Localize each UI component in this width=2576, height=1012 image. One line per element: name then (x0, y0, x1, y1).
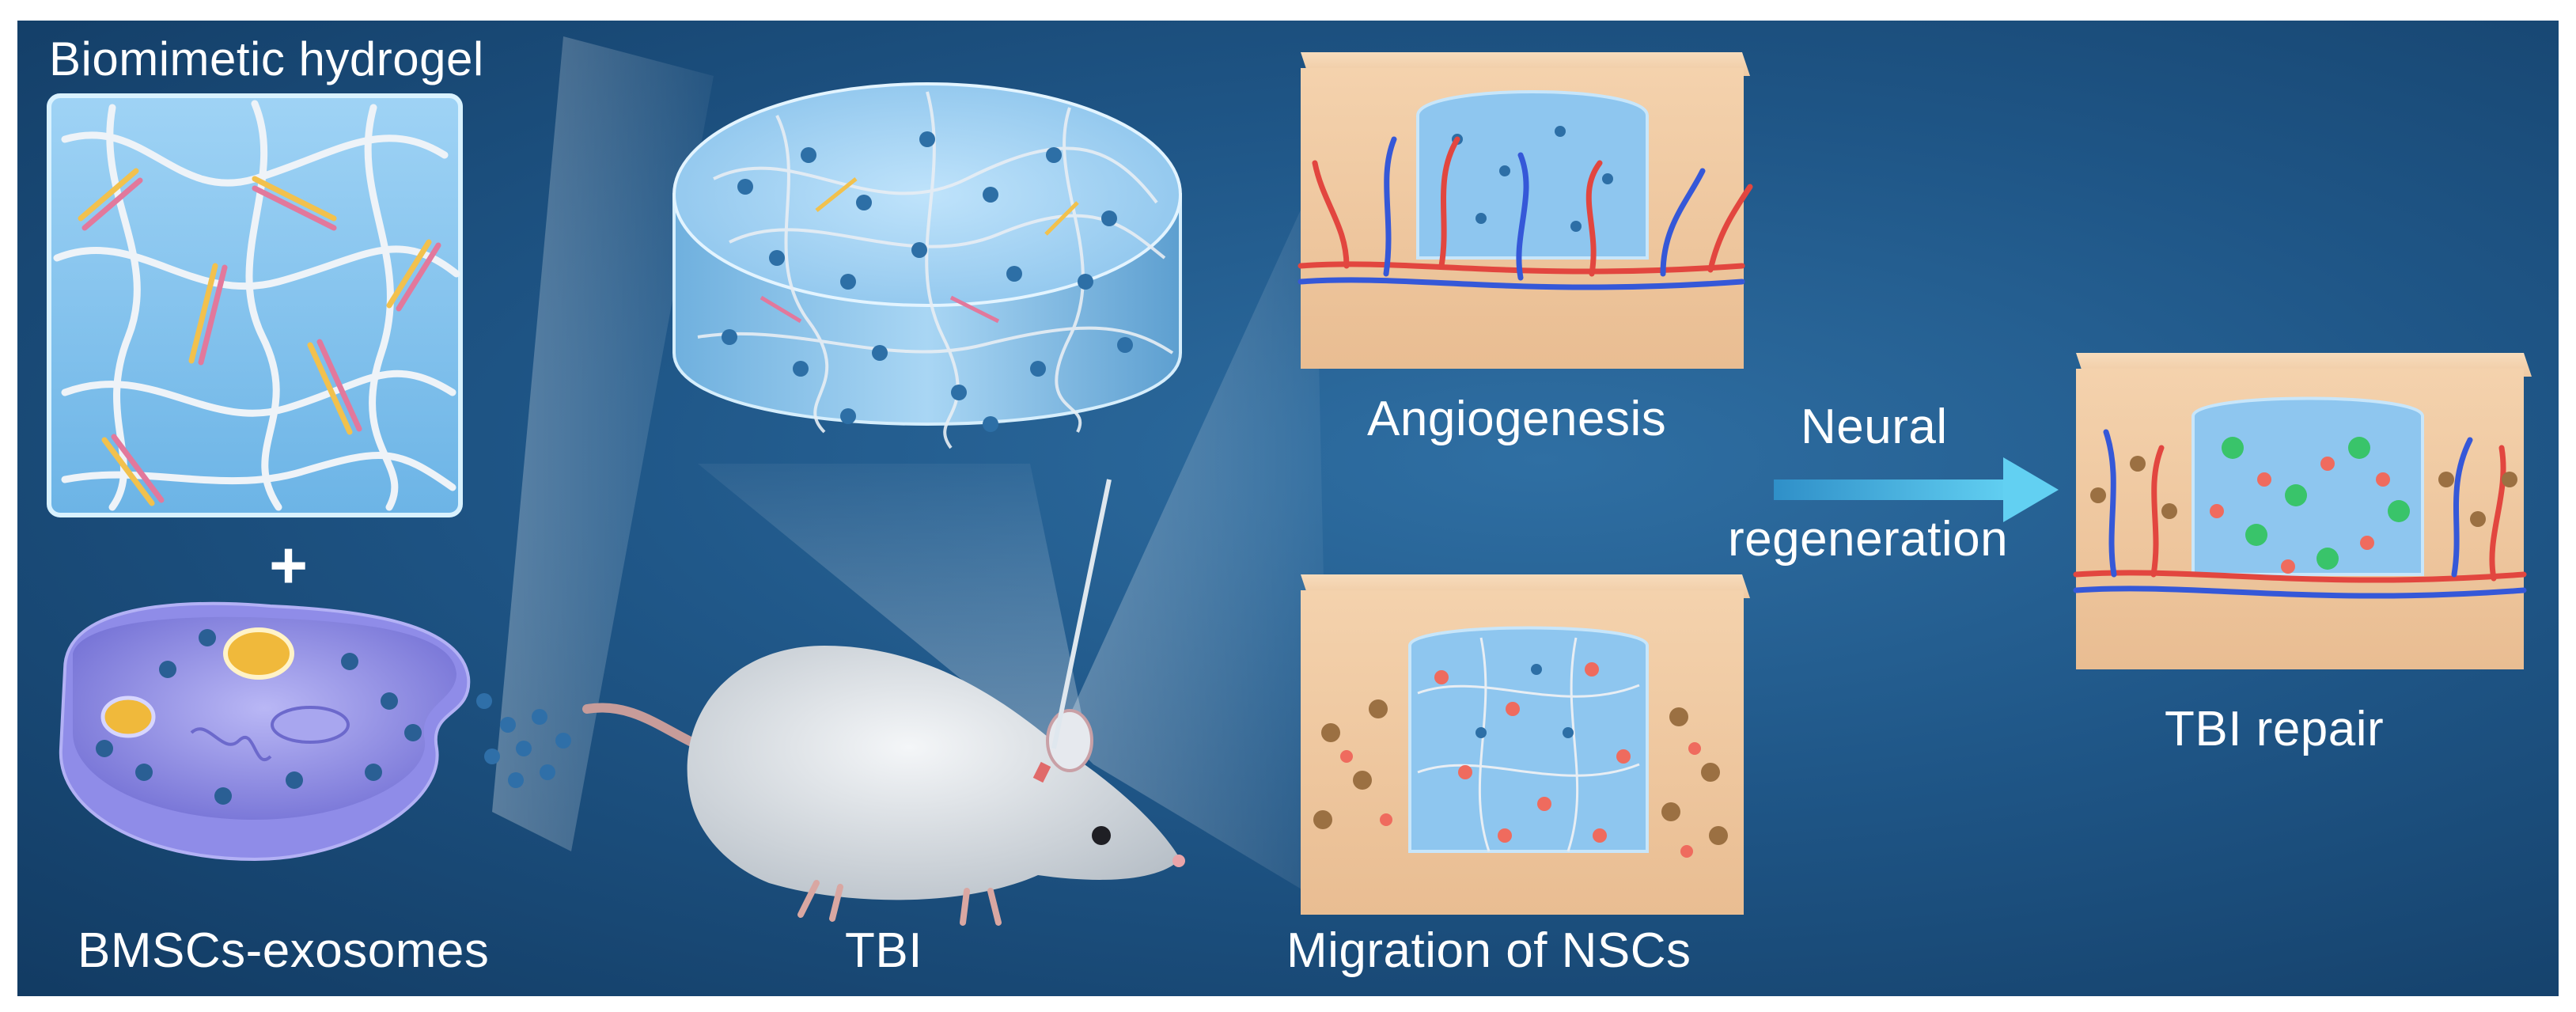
figure-canvas: Biomimetic hydrogel + BMSCs-exosomes TBI… (17, 21, 2559, 996)
neural-regeneration-arrow (1774, 457, 2059, 522)
label-neural: Neural (1801, 400, 1948, 454)
illustration (47, 36, 2532, 926)
label-bmscs-exosomes: BMSCs-exosomes (78, 923, 490, 978)
rat-illustration (582, 479, 1185, 926)
label-tbi-repair: TBI repair (2165, 702, 2385, 756)
label-angiogenesis: Angiogenesis (1367, 392, 1667, 446)
hydrogel-network-box (47, 93, 463, 517)
hydrogel-cylinder (672, 82, 1182, 449)
light-beam-right (1062, 179, 1331, 907)
label-regeneration: regeneration (1728, 512, 2009, 567)
nsc-migration-tissue-block (1301, 574, 1750, 915)
bmsc-cell (59, 601, 571, 862)
light-beam-left (492, 36, 714, 851)
exosome-particles (476, 693, 571, 788)
label-migration-of-nscs: Migration of NSCs (1286, 923, 1691, 978)
light-beam-center (698, 464, 1085, 749)
tbi-repair-tissue-block (2073, 353, 2532, 669)
plus-sign: + (269, 528, 309, 602)
label-tbi: TBI (845, 923, 922, 978)
angiogenesis-tissue-block (1297, 52, 1753, 369)
label-biomimetic-hydrogel: Biomimetic hydrogel (49, 32, 484, 85)
